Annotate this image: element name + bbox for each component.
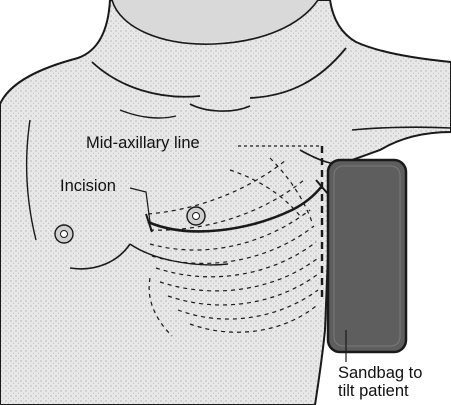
incision-label: Incision [60, 177, 116, 195]
sandbag-label-line2: tilt patient [338, 382, 422, 400]
sandbag-label-line1: Sandbag to [338, 364, 422, 382]
sandbag-label: Sandbag to tilt patient [338, 364, 422, 401]
nipple-left [55, 225, 73, 243]
nipple-right [187, 207, 205, 225]
mid-axillary-label: Mid-axillary line [86, 134, 200, 152]
sandbag [328, 160, 406, 352]
